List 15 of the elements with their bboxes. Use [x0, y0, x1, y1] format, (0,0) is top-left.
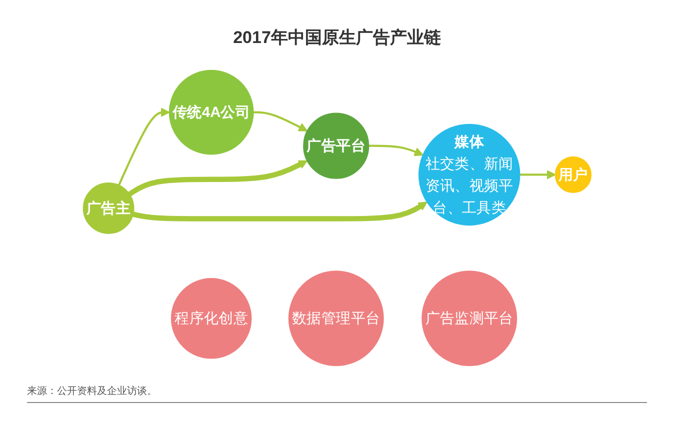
node-circle: 广告主 — [82, 182, 134, 234]
arrow — [132, 202, 428, 222]
node-circle: 媒体 社交类、新闻资讯、视频平台、工具类 — [418, 124, 520, 226]
node-circle: 广告监测平台 — [421, 270, 517, 366]
node-circle: 程序化创意 — [170, 278, 252, 359]
arrow — [368, 144, 424, 156]
diagram-title: 2017年中国原生广告产业链 — [232, 27, 442, 49]
arrow — [118, 108, 170, 186]
arrow — [253, 111, 308, 132]
arrow — [519, 170, 556, 180]
node-circle: 广告平台 — [302, 112, 369, 179]
arrow — [128, 160, 308, 196]
node-circle: 数据管理平台 — [288, 270, 384, 366]
source-note: 来源：公开资料及企业访谈。 — [27, 384, 157, 398]
node-circle: 用户 — [554, 156, 592, 194]
